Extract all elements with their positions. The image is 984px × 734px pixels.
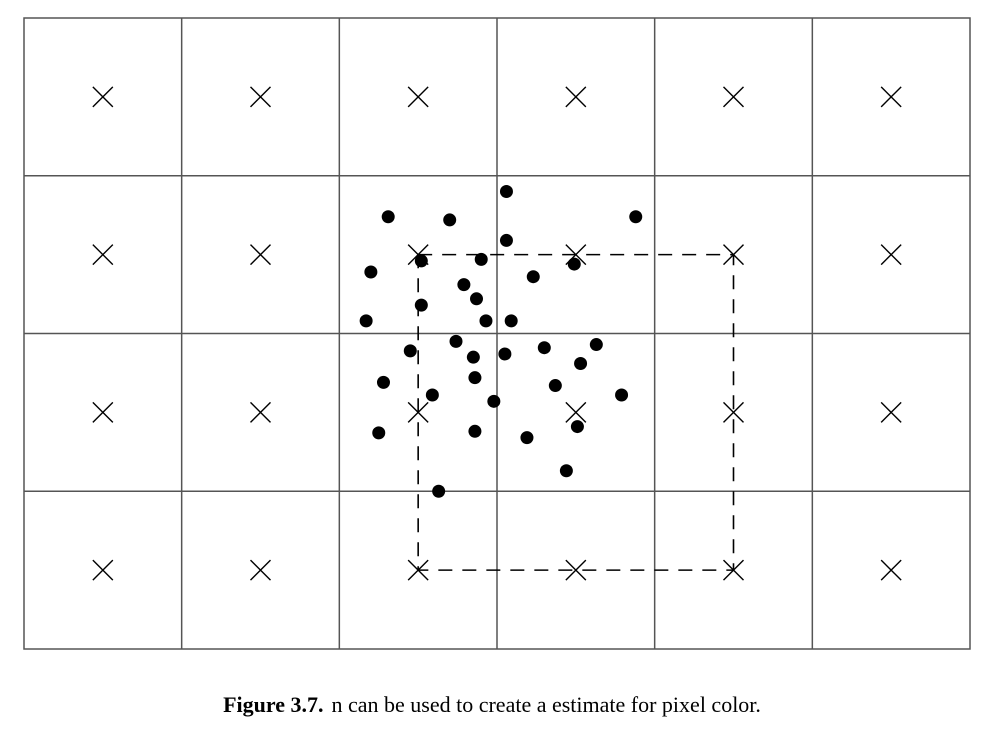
sample-dot: [457, 278, 471, 292]
pixel-center-x-icon: [250, 401, 271, 423]
pixel-center-x-icon: [407, 401, 429, 423]
caption-text: n can be used to create a estimate for p…: [331, 692, 761, 717]
filter-region-border: [417, 253, 735, 571]
pixel-center-x-icon: [880, 86, 902, 108]
sample-dot: [629, 210, 643, 224]
sample-dot: [414, 254, 428, 268]
pixel-centers: [92, 86, 902, 581]
sample-dot: [504, 314, 518, 328]
sample-dot: [499, 185, 513, 199]
sample-dot: [567, 257, 581, 271]
pixel-center-x-icon: [880, 559, 902, 581]
pixel-center-x-icon: [880, 244, 902, 266]
sample-dot: [574, 356, 588, 370]
sample-dot: [381, 210, 395, 224]
sample-dot: [499, 233, 513, 247]
pixel-center-x-icon: [250, 86, 271, 108]
sample-dot: [589, 338, 603, 352]
sample-points: [359, 185, 643, 498]
sample-dot: [443, 213, 457, 227]
pixel-center-x-icon: [92, 401, 114, 423]
sample-dot: [498, 347, 512, 361]
pixel-center-x-icon: [723, 401, 744, 423]
sample-dot: [449, 334, 463, 348]
sampling-diagram: [23, 17, 971, 650]
figure-caption: Figure 3.7. n can be used to create a est…: [0, 692, 984, 718]
sample-dot: [466, 350, 480, 364]
sample-dot: [615, 388, 629, 402]
sample-dot: [376, 375, 390, 389]
pixel-center-x-icon: [565, 86, 587, 108]
sample-dot: [479, 314, 493, 328]
pixel-center-x-icon: [92, 244, 114, 266]
sample-dot: [425, 388, 439, 402]
sample-dot: [403, 344, 417, 358]
sample-dot: [414, 298, 428, 312]
pixel-center-x-icon: [407, 86, 429, 108]
sample-dot: [468, 424, 482, 438]
pixel-center-x-icon: [92, 559, 114, 581]
sample-dot: [468, 371, 482, 385]
sample-dot: [559, 464, 573, 478]
filter-region: [417, 253, 735, 571]
sample-dot: [548, 379, 562, 393]
pixel-center-x-icon: [723, 86, 744, 108]
pixel-center-x-icon: [565, 401, 587, 423]
pixel-grid: [23, 17, 971, 650]
pixel-center-x-icon: [880, 401, 902, 423]
sample-dot: [474, 252, 488, 266]
sample-dot: [520, 431, 534, 445]
sample-dot: [372, 426, 386, 440]
sample-dot: [432, 484, 446, 498]
sample-dot: [359, 314, 373, 328]
sample-dot: [537, 341, 551, 355]
caption-label: Figure 3.7.: [223, 692, 324, 717]
sample-dot: [526, 270, 540, 284]
sample-dot: [570, 420, 584, 434]
pixel-center-x-icon: [250, 244, 271, 266]
sample-dot: [364, 265, 378, 279]
pixel-center-x-icon: [92, 86, 114, 108]
sample-dot: [487, 394, 501, 408]
pixel-center-x-icon: [250, 559, 271, 581]
sample-dot: [470, 292, 484, 306]
pixel-center-x-icon: [565, 559, 587, 581]
